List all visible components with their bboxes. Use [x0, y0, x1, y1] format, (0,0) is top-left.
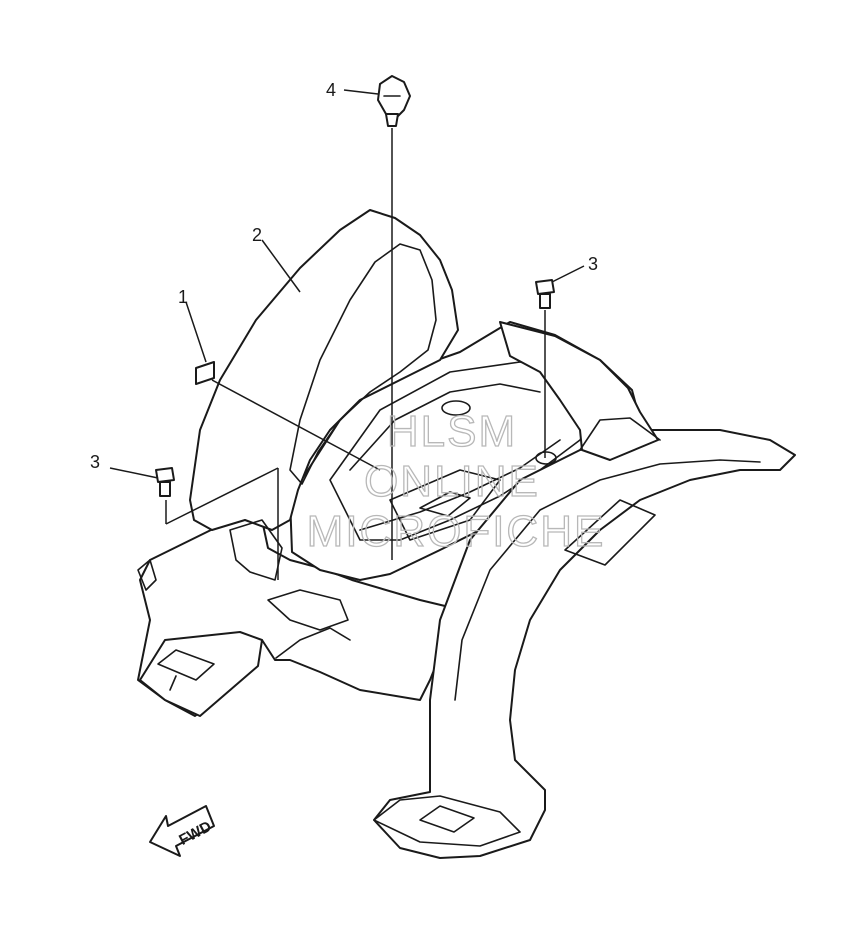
rear-fender [137, 209, 796, 859]
bolt-right [535, 279, 555, 309]
callout-1: 1 [178, 287, 188, 307]
leader-lines [109, 89, 585, 580]
clip-fastener [377, 75, 411, 127]
bolt-left [155, 467, 175, 497]
callout-2: 2 [252, 225, 262, 245]
watermark-line3: MICROFICHE [307, 507, 606, 556]
callout-4: 4 [326, 80, 336, 100]
watermark-line2: ONLINE [364, 457, 540, 506]
watermark: HLSM ONLINE MICROFICHE [306, 406, 606, 556]
callout-3-right: 3 [588, 254, 598, 274]
label-decal [195, 361, 215, 385]
watermark-line1: HLSM [387, 407, 517, 456]
callout-3-left: 3 [90, 452, 100, 472]
fwd-arrow-icon: FWD [149, 805, 215, 857]
